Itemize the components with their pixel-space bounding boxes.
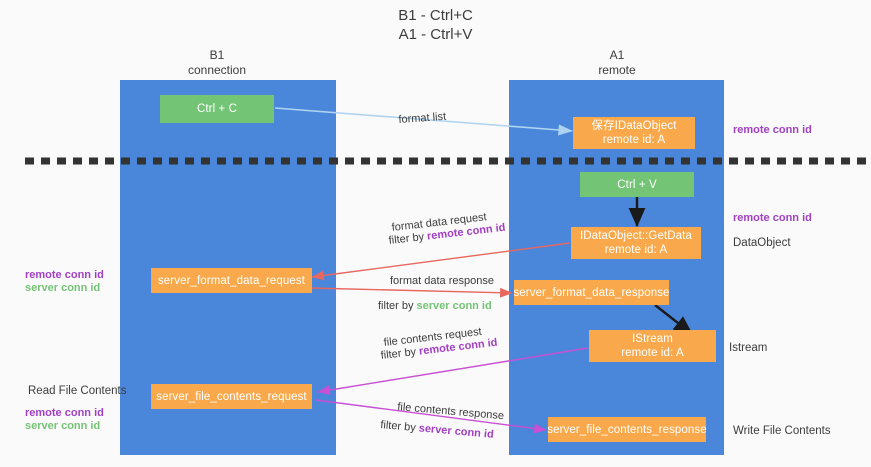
right-label-remote-conn-id-top: remote conn id	[733, 124, 812, 136]
filter-keyword-server-conn-id: server conn id	[416, 300, 492, 312]
edge-label-format-data-response: format data response	[390, 275, 494, 287]
left-label-read-file-contents: Read File Contents	[28, 385, 127, 397]
node-save-dataobject[interactable]: 保存IDataObject remote id: A	[573, 117, 695, 149]
node-server-file-contents-response-label: server_file_contents_response	[547, 423, 707, 436]
left-label-server-conn-id-mid: server conn id	[25, 282, 101, 294]
node-getdata[interactable]: IDataObject::GetData remote id: A	[571, 227, 701, 259]
left-label-remote-conn-id-mid: remote conn id	[25, 269, 104, 281]
page-title-line-2: A1 - Ctrl+V	[398, 26, 473, 43]
right-label-istream: Istream	[729, 342, 768, 354]
node-server-format-data-request-label: server_format_data_request	[157, 274, 306, 287]
node-istream-sub: remote id: A	[621, 347, 684, 359]
node-istream[interactable]: IStream remote id: A	[589, 330, 716, 362]
edge-format-data-request	[311, 242, 571, 281]
left-label-server-conn-id-bottom: server conn id	[25, 420, 101, 432]
column-header-b1: B1 connection	[160, 48, 274, 78]
filter-prefix: filter by	[378, 300, 417, 312]
left-label-remote-conn-id-bottom: remote conn id	[25, 407, 104, 419]
node-ctrl-v[interactable]: Ctrl + V	[580, 172, 694, 197]
edge-format-data-response	[309, 287, 513, 298]
filter-prefix: filter by	[379, 418, 420, 435]
node-save-dataobject-label: 保存IDataObject	[591, 120, 677, 132]
edge-label-format-data-response-filter: filter by server conn id	[378, 299, 492, 313]
node-server-file-contents-request-label: server_file_contents_request	[156, 390, 307, 403]
node-server-file-contents-request[interactable]: server_file_contents_request	[151, 384, 312, 409]
node-server-format-data-response-label: server_format_data_response	[513, 286, 670, 299]
column-header-a1-role: remote	[598, 63, 636, 77]
node-getdata-label: IDataObject::GetData	[580, 230, 692, 242]
right-label-remote-conn-id-mid: remote conn id	[733, 212, 812, 224]
node-ctrl-c[interactable]: Ctrl + C	[160, 95, 274, 123]
edge-file-contents-response	[315, 399, 547, 434]
node-server-format-data-request[interactable]: server_format_data_request	[151, 268, 312, 293]
node-server-format-data-response[interactable]: server_format_data_response	[513, 280, 670, 305]
node-ctrl-c-label: Ctrl + C	[196, 103, 238, 115]
column-header-a1-name: A1	[609, 48, 625, 62]
column-header-a1: A1 remote	[560, 48, 674, 78]
node-istream-label: IStream	[632, 333, 673, 345]
edge-file-contents-request	[317, 347, 589, 395]
page-title-line-1: B1 - Ctrl+C	[398, 7, 473, 24]
edge-response-to-istream	[654, 304, 693, 335]
column-header-b1-name: B1	[209, 48, 225, 62]
column-header-b1-role: connection	[187, 63, 247, 77]
node-server-file-contents-response[interactable]: server_file_contents_response	[547, 417, 707, 442]
right-label-write-file-contents: Write File Contents	[733, 425, 831, 437]
node-ctrl-v-label: Ctrl + V	[617, 178, 657, 191]
node-save-dataobject-sub: remote id: A	[602, 134, 666, 146]
node-getdata-sub: remote id: A	[604, 244, 668, 256]
right-label-dataobject: DataObject	[733, 237, 791, 249]
edge-format-list	[274, 107, 573, 136]
